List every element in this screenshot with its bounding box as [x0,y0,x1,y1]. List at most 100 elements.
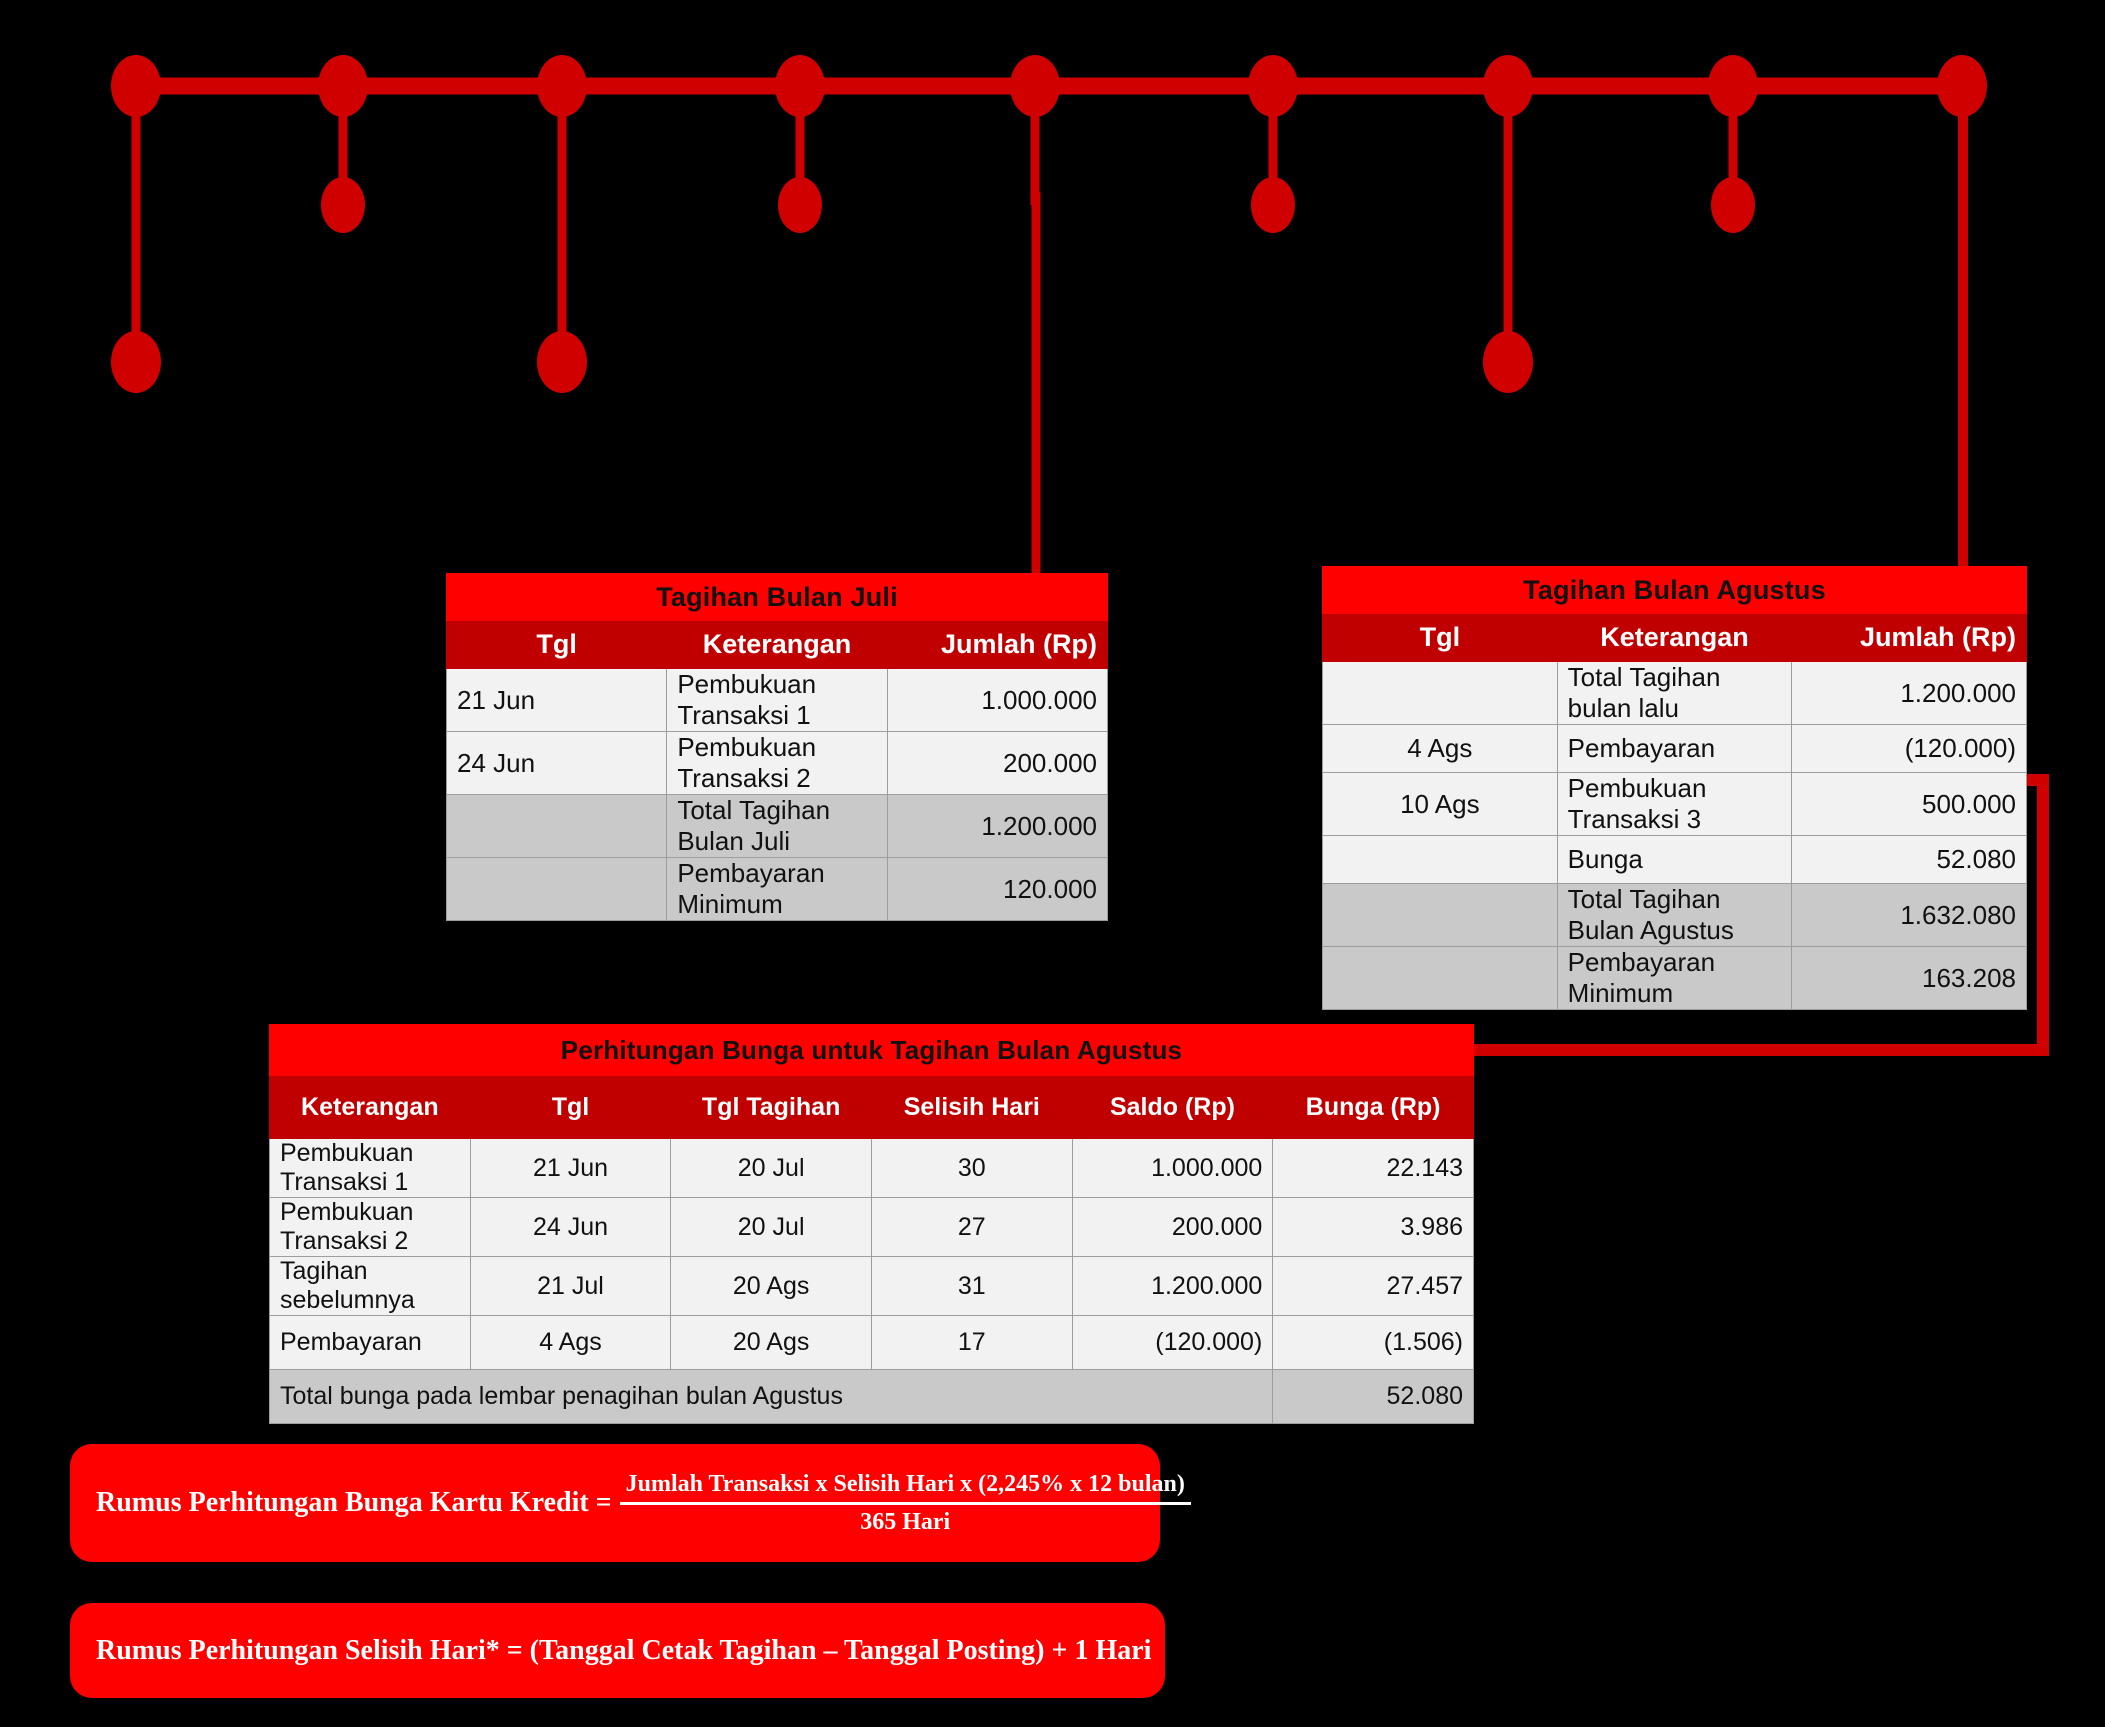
cell-tgl: 4 Ags [1322,724,1558,773]
timeline-drop-marker-4 [778,177,822,233]
cell-saldo: (120.000) [1071,1315,1274,1370]
table-header-row: Tgl Keterangan Jumlah (Rp) [1322,613,2027,662]
formula-bunga-numerator: Jumlah Transaksi x Selisih Hari x (2,245… [619,1471,1191,1505]
cell-jumlah: 1.200.000 [886,794,1109,858]
formula-bunga-denominator: 365 Hari [860,1508,951,1535]
cell-keterangan: Pembukuan Transaksi 1 [666,668,888,732]
cell-tgl [445,857,668,921]
col-header-keterangan: Keterangan [666,620,888,669]
col-header-selisih-hari: Selisih Hari [870,1075,1073,1139]
table-row-minimum: Pembayaran Minimum 163.208 [1322,946,2027,1010]
cell-selisih-hari: 27 [870,1197,1073,1257]
cell-bunga: (1.506) [1272,1315,1474,1370]
table-row: Pembukuan Transaksi 2 24 Jun 20 Jul 27 2… [269,1197,1474,1257]
cell-keterangan: Tagihan sebelumnya [269,1256,471,1316]
table-title-row: Perhitungan Bunga untuk Tagihan Bulan Ag… [269,1024,1474,1076]
cell-tgl [1322,835,1558,884]
col-header-jumlah: Jumlah (Rp) [1791,613,2027,662]
table-header-row: Tgl Keterangan Jumlah (Rp) [445,620,1109,669]
formula-box-bunga-kartu-kredit: Rumus Perhitungan Bunga Kartu Kredit = J… [70,1444,1191,1562]
cell-saldo: 200.000 [1071,1197,1274,1257]
connector-segments [1031,430,2049,1056]
cell-tgl [1322,661,1558,725]
table-row: 21 Jun Pembukuan Transaksi 1 1.000.000 [445,668,1109,732]
table-row: 4 Ags Pembayaran (120.000) [1322,724,2027,773]
cell-total-label: Total bunga pada lembar penagihan bulan … [268,1369,1274,1424]
cell-bunga: 27.457 [1272,1256,1474,1316]
table-agustus-title: Tagihan Bulan Agustus [1322,566,2027,614]
cell-tgl-tagihan: 20 Ags [670,1256,872,1316]
table-title-row: Tagihan Bulan Agustus [1322,566,2027,614]
timeline-drop-marker-1 [111,331,161,393]
cell-keterangan: Pembukuan Transaksi 2 [666,731,888,795]
cell-bunga: 22.143 [1272,1138,1474,1198]
cell-tgl [1322,946,1558,1010]
timeline-graphic [111,55,1987,430]
cell-keterangan: Total Tagihan bulan lalu [1556,661,1793,725]
cell-jumlah: 500.000 [1791,772,2027,836]
table-row: 24 Jun Pembukuan Transaksi 2 200.000 [445,731,1109,795]
table-row: Pembukuan Transaksi 1 21 Jun 20 Jul 30 1… [269,1138,1474,1198]
cell-saldo: 1.200.000 [1071,1256,1274,1316]
col-header-bunga: Bunga (Rp) [1272,1075,1474,1139]
cell-tgl [445,794,668,858]
col-header-tgl: Tgl [445,620,668,669]
table-row-total: Total Tagihan Bulan Agustus 1.632.080 [1322,883,2027,947]
cell-keterangan: Bunga [1556,835,1793,884]
table-row: Total Tagihan bulan lalu 1.200.000 [1322,661,2027,725]
timeline-node-7 [1483,55,1533,117]
table-row: Bunga 52.080 [1322,835,2027,884]
table-tagihan-juli: Tagihan Bulan Juli Tgl Keterangan Jumlah… [445,573,1109,921]
timeline-node-9 [1937,55,1987,117]
cell-jumlah: 1.632.080 [1791,883,2027,947]
cell-keterangan: Pembayaran Minimum [1556,946,1793,1010]
table-perhitungan-bunga: Perhitungan Bunga untuk Tagihan Bulan Ag… [268,1024,1474,1424]
cell-tgl-tagihan: 20 Ags [670,1315,872,1370]
timeline-drop-marker-5 [1251,177,1295,233]
timeline-node-3 [537,55,587,117]
table-row-minimum: Pembayaran Minimum 120.000 [445,857,1109,921]
timeline-node-8 [1708,55,1758,117]
cell-tgl-tagihan: 20 Jul [670,1197,872,1257]
cell-jumlah: 120.000 [886,857,1109,921]
formula-box-selisih-hari: Rumus Perhitungan Selisih Hari* = (Tangg… [70,1603,1165,1698]
table-juli-title: Tagihan Bulan Juli [446,573,1108,621]
table-header-row: Keterangan Tgl Tgl Tagihan Selisih Hari … [269,1075,1474,1139]
cell-total-value: 52.080 [1272,1369,1474,1424]
col-header-keterangan: Keterangan [1556,613,1793,662]
cell-jumlah: 200.000 [886,731,1109,795]
cell-keterangan: Total Tagihan Bulan Juli [666,794,888,858]
timeline-node-5 [1010,55,1060,117]
cell-selisih-hari: 31 [870,1256,1073,1316]
table-row: Pembayaran 4 Ags 20 Ags 17 (120.000) (1.… [269,1315,1474,1370]
timeline-drop-marker-2 [321,177,365,233]
table-row: 10 Ags Pembukuan Transaksi 3 500.000 [1322,772,2027,836]
cell-keterangan: Pembukuan Transaksi 1 [269,1138,471,1198]
timeline-drop-marker-3 [537,331,587,393]
cell-saldo: 1.000.000 [1071,1138,1274,1198]
timeline-drop-marker-7 [1711,177,1755,233]
table-row-total: Total Tagihan Bulan Juli 1.200.000 [445,794,1109,858]
table-bunga-title: Perhitungan Bunga untuk Tagihan Bulan Ag… [269,1024,1474,1076]
cell-jumlah: 163.208 [1791,946,2027,1010]
cell-bunga: 3.986 [1272,1197,1474,1257]
cell-jumlah: 1.200.000 [1791,661,2027,725]
timeline-node-2 [318,55,368,117]
col-header-jumlah: Jumlah (Rp) [886,620,1109,669]
cell-selisih-hari: 30 [870,1138,1073,1198]
col-header-keterangan: Keterangan [269,1075,471,1139]
table-row: Tagihan sebelumnya 21 Jul 20 Ags 31 1.20… [269,1256,1474,1316]
cell-tgl: 24 Jun [469,1197,672,1257]
cell-tgl: 4 Ags [469,1315,672,1370]
timeline-node-4 [775,55,825,117]
cell-tgl: 10 Ags [1322,772,1558,836]
table-title-row: Tagihan Bulan Juli [446,573,1108,621]
cell-tgl: 24 Jun [445,731,668,795]
timeline-node-6 [1248,55,1298,117]
timeline-drop-marker-6 [1483,331,1533,393]
cell-tgl-tagihan: 20 Jul [670,1138,872,1198]
cell-keterangan: Pembukuan Transaksi 2 [269,1197,471,1257]
col-header-saldo: Saldo (Rp) [1071,1075,1274,1139]
col-header-tgl-tagihan: Tgl Tagihan [670,1075,872,1139]
